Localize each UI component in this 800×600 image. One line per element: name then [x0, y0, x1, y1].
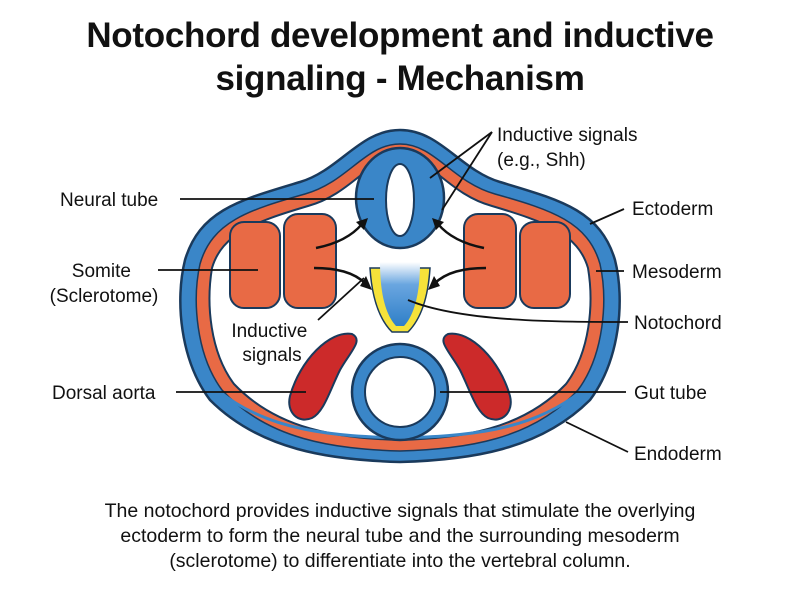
somite-left-inner [283, 213, 337, 309]
somite-left-outer [229, 221, 281, 309]
label-inductive-signals-top-line1: Inductive signals [497, 125, 637, 146]
arrow-right-somite-to-neural [437, 223, 485, 250]
label-endoderm: Endoderm [634, 444, 722, 465]
label-somite-line1: Somite [72, 261, 131, 282]
label-somite: Somite (Sclerotome) [50, 261, 159, 307]
signal-arrows [313, 223, 487, 285]
somite-right-inner [463, 213, 517, 309]
label-inductive-signals-mid-line2: signals [242, 345, 301, 366]
dorsal-aorta-left [288, 332, 358, 421]
label-inductive-signals-top: Inductive signals (e.g., Shh) [497, 125, 643, 171]
label-notochord: Notochord [634, 313, 722, 334]
label-ectoderm: Ectoderm [632, 199, 713, 220]
leader-inductive-top [429, 131, 493, 179]
label-inductive-signals-mid-line1: Inductive [231, 321, 307, 342]
caption-line-2: ectoderm to form the neural tube and the… [120, 525, 680, 547]
somite-right-outer [519, 221, 571, 309]
dorsal-aorta-right [442, 332, 512, 421]
label-mesoderm: Mesoderm [632, 262, 722, 283]
arrow-left-somite-to-neural [315, 223, 363, 250]
neural-canal [385, 163, 415, 237]
arrowhead-4 [428, 276, 440, 290]
leader-lines [158, 131, 629, 453]
arrow-right-to-notochord [433, 266, 487, 285]
arrowhead-2 [432, 218, 444, 230]
leader-ectoderm [589, 208, 625, 225]
arrowhead-3 [360, 276, 372, 290]
arrow-heads [356, 218, 444, 290]
label-neural-tube: Neural tube [60, 190, 158, 211]
label-somite-line2: (Sclerotome) [50, 286, 159, 307]
page-title: Notochord development and inductive sign… [0, 14, 800, 100]
leader-inductive-top-2 [441, 131, 493, 211]
notochord [380, 262, 420, 326]
gut-lumen [364, 356, 436, 428]
arrow-left-to-notochord [313, 266, 367, 285]
title-line-2: signaling - Mechanism [215, 59, 585, 98]
caption: The notochord provides inductive signals… [30, 499, 770, 574]
label-gut-tube: Gut tube [634, 383, 707, 404]
leader-endoderm [565, 421, 629, 453]
title-line-1: Notochord development and inductive [86, 16, 714, 55]
leader-inductive-mid [317, 277, 365, 321]
caption-line-1: The notochord provides inductive signals… [104, 500, 696, 522]
leader-notochord [407, 299, 629, 323]
caption-line-3: (sclerotome) to differentiate into the v… [169, 550, 631, 572]
arrowhead-1 [356, 218, 368, 230]
label-inductive-signals-top-line2: (e.g., Shh) [497, 150, 586, 171]
label-dorsal-aorta: Dorsal aorta [52, 383, 156, 404]
label-inductive-signals-mid: Inductive signals [231, 321, 312, 366]
